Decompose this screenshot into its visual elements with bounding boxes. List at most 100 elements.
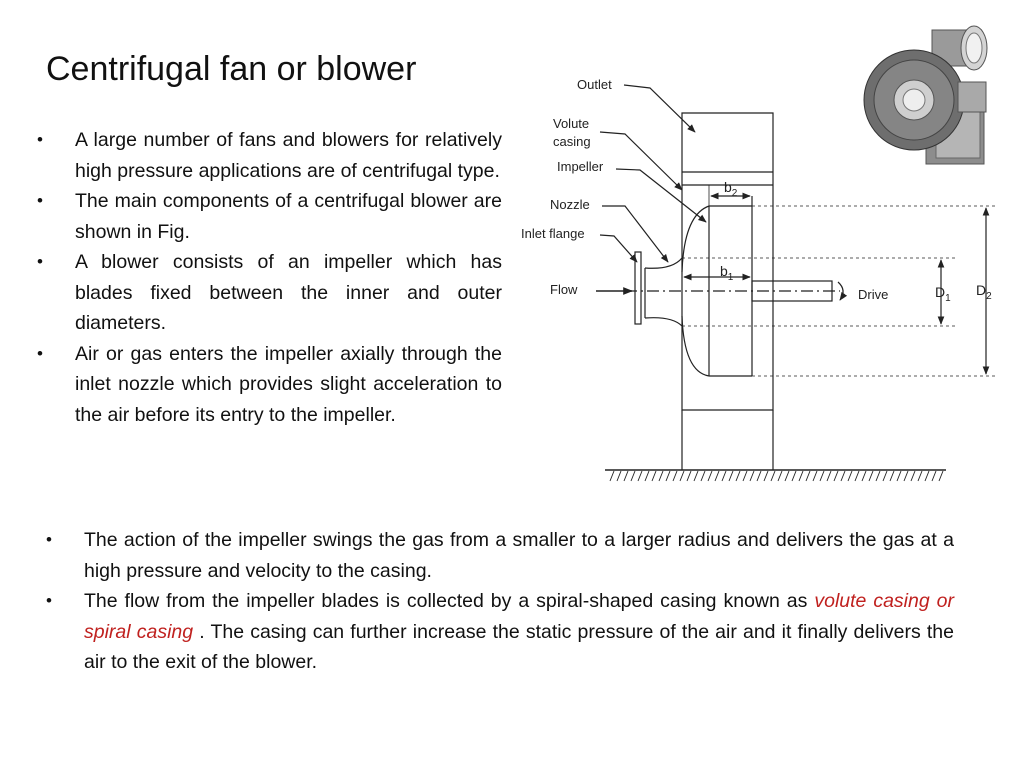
bullet-text-part: . The casing can further increase the st… (84, 620, 954, 674)
bullet-item: • A blower consists of an impeller which … (37, 247, 502, 339)
blower-schematic-diagram: Outlet Volute casing Impeller Nozzle Inl… (521, 77, 995, 482)
bullet-item: • The action of the impeller swings the g… (46, 525, 954, 586)
hatch-stroke (854, 470, 860, 482)
hatch-stroke (882, 470, 888, 482)
bullet-text: The main components of a centrifugal blo… (75, 190, 502, 243)
drive-label: Drive (858, 287, 888, 302)
bullet-dot: • (46, 591, 52, 610)
hatch-stroke (798, 470, 804, 482)
d1-symbol: D1 (935, 284, 951, 304)
volute-label: Volute (553, 116, 589, 131)
hatch-stroke (735, 470, 741, 482)
hatch-stroke (847, 470, 853, 482)
bullet-dot: • (37, 343, 43, 363)
hatch-stroke (658, 470, 664, 482)
bottom-bullet-list: • The action of the impeller swings the g… (46, 525, 954, 678)
bullet-item: • The main components of a centrifugal bl… (37, 186, 502, 247)
blower-photo-icon (863, 25, 988, 165)
outlet-leader (623, 84, 696, 133)
hatch-stroke (749, 470, 755, 482)
bullet-dot: • (37, 130, 43, 149)
impeller-outline (681, 315, 710, 377)
hatch-stroke (637, 470, 643, 482)
hatch-stroke (861, 470, 867, 482)
bullet-item: • A large number of fans and blowers for … (37, 125, 502, 186)
hatch-stroke (875, 470, 881, 482)
page-title: Centrifugal fan or blower (46, 50, 417, 88)
b1-subscript: 1 (728, 272, 734, 283)
outlet-inner (965, 32, 983, 64)
bullet-text: The action of the impeller swings the ga… (84, 529, 954, 582)
motor (957, 81, 987, 113)
inlet-eye (902, 88, 926, 112)
hatch-stroke (910, 470, 916, 482)
hatch-stroke (770, 470, 776, 482)
nozzle-leader (602, 205, 669, 263)
b2-symbol: b2 (724, 179, 738, 199)
volute-leader (599, 131, 683, 191)
hatch-stroke (896, 470, 902, 482)
hatch-stroke (651, 470, 657, 482)
outlet-casing (681, 112, 774, 411)
inlet-nozzle (644, 257, 683, 269)
b2-subscript: 2 (732, 188, 738, 199)
inlet-flange-leader (599, 234, 638, 263)
hatch-stroke (609, 470, 615, 482)
bullet-item: • Air or gas enters the impeller axially … (37, 339, 502, 431)
left-bullet-list: • A large number of fans and blowers for … (37, 125, 502, 430)
hatch-stroke (665, 470, 671, 482)
hatch-stroke (917, 470, 923, 482)
bullet-text: Air or gas enters the impeller axially t… (75, 342, 502, 426)
impeller-outline (681, 205, 710, 273)
d2-subscript: 2 (986, 291, 992, 302)
hatch-stroke (840, 470, 846, 482)
hatch-stroke (700, 470, 706, 482)
hatch-stroke (672, 470, 678, 482)
flow-label: Flow (550, 282, 578, 297)
hatch-stroke (777, 470, 783, 482)
volute-casing-highlight: volute casing or spiral casing (84, 590, 954, 643)
drive-rotation-arrow (837, 281, 848, 301)
hatch-stroke (721, 470, 727, 482)
hatch-stroke (791, 470, 797, 482)
outlet-label: Outlet (577, 77, 612, 92)
d2-letter: D (976, 282, 986, 298)
hatch-stroke (812, 470, 818, 482)
d2-symbol: D2 (976, 282, 992, 302)
bullet-dot: • (37, 252, 43, 271)
impeller-leader (615, 168, 707, 223)
hatch-stroke (763, 470, 769, 482)
inlet-nozzle (644, 317, 683, 327)
hatch-stroke (805, 470, 811, 482)
hatch-stroke (616, 470, 622, 482)
d1-letter: D (935, 284, 945, 300)
bullet-text: A large number of fans and blowers for r… (75, 129, 502, 182)
casing-label: casing (553, 134, 591, 149)
hatch-stroke (868, 470, 874, 482)
hatch-stroke (693, 470, 699, 482)
bullet-dot: • (37, 191, 43, 210)
hatch-stroke (924, 470, 930, 482)
hatch-stroke (931, 470, 937, 482)
bullet-item: • The flow from the impeller blades is co… (46, 586, 954, 678)
hatch-stroke (686, 470, 692, 482)
hatch-stroke (728, 470, 734, 482)
hatch-stroke (623, 470, 629, 482)
d1-subscript: 1 (945, 293, 951, 304)
hatch-stroke (889, 470, 895, 482)
bullet-dot: • (46, 530, 52, 549)
b1-letter: b (720, 263, 728, 279)
hatch-stroke (742, 470, 748, 482)
nozzle-label: Nozzle (550, 197, 590, 212)
hatch-stroke (644, 470, 650, 482)
hatch-stroke (756, 470, 762, 482)
hatch-stroke (630, 470, 636, 482)
bullet-text: The flow from the impeller blades is col… (84, 590, 954, 673)
bullet-text: A blower consists of an impeller which h… (75, 251, 502, 334)
hatch-stroke (938, 470, 944, 482)
inlet-flange (634, 251, 642, 325)
impeller-label: Impeller (557, 159, 604, 174)
hatch-stroke (707, 470, 713, 482)
inlet-flange-label: Inlet flange (521, 226, 585, 241)
b1-symbol: b1 (720, 263, 734, 283)
